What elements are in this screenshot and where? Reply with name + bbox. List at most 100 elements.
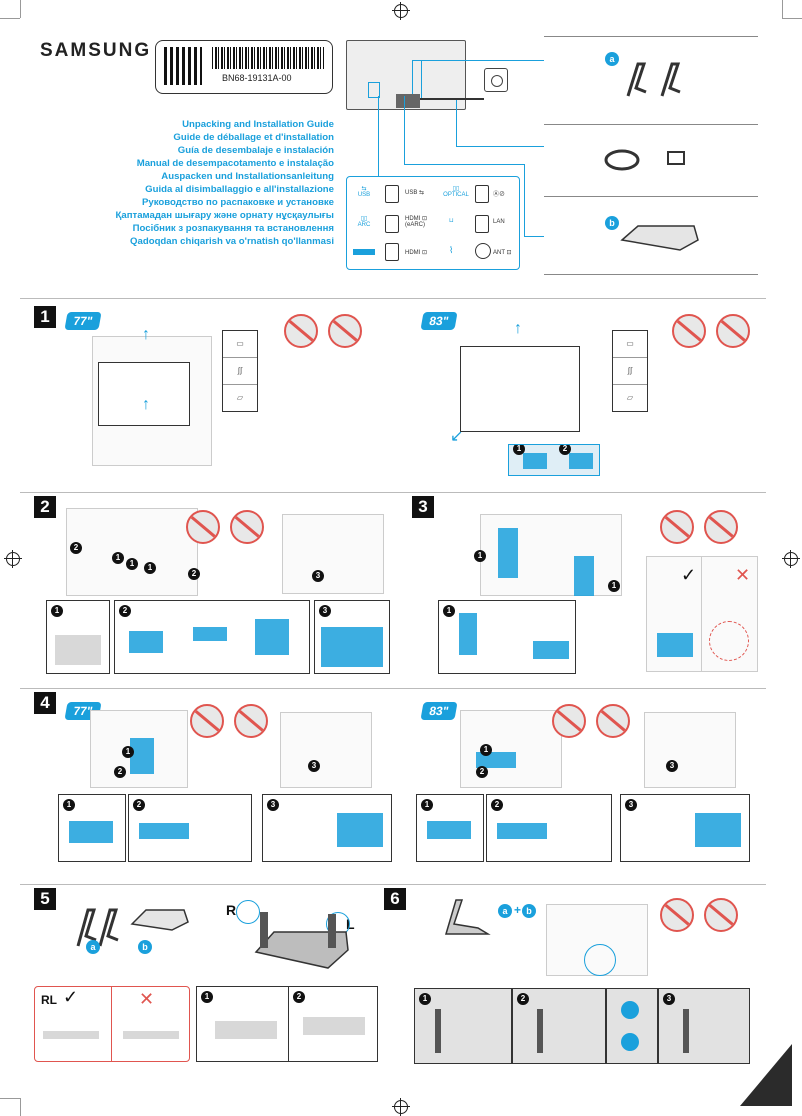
correct-mark: ✓ [681, 565, 697, 585]
detail-panel-3: 3 [620, 794, 750, 862]
sub-step-number: 1 [513, 445, 525, 455]
sub-step-number: 1 [443, 605, 455, 617]
step-6-number: 6 [384, 888, 406, 910]
barcode-icon [212, 47, 324, 69]
tv-stand-illustration [396, 94, 420, 108]
detail-panel-3: 3 [314, 600, 390, 674]
port-box [475, 185, 489, 203]
correct-mark: ✓ [63, 987, 79, 1007]
insert-illustration [130, 738, 154, 774]
port-name: USB ⇆ [405, 190, 425, 196]
size-83-tag: 83" [420, 702, 458, 720]
stand-leg-illustration [683, 1009, 689, 1053]
port-name: ANT ⊡ [493, 250, 512, 256]
lift-arrow-icon: ↑ [514, 320, 522, 337]
no-lying-flat-icon [672, 314, 706, 348]
lead-line [378, 96, 379, 176]
size-77-tag: 77" [64, 312, 102, 330]
divider [544, 274, 758, 275]
port-name: HDMI ⊡ (eARC) [405, 216, 428, 228]
section-divider [20, 298, 766, 299]
guide-title: Қаптамадан шығару және орнату нұсқаулығы [115, 210, 334, 221]
crop-mark [20, 0, 21, 18]
no-lying-flat-icon [660, 510, 694, 544]
screw-icon [621, 1033, 639, 1051]
port-name: HDMI ⊡ [405, 250, 428, 256]
detail-panel-3: 3 [658, 988, 750, 1064]
padding-illustration [533, 641, 569, 659]
no-pressing-screen-icon [716, 314, 750, 348]
padding-illustration [459, 613, 477, 655]
assembled-stand-illustration [254, 912, 349, 969]
stand-base-illustration [620, 225, 699, 251]
lan-icon: ⊔ [449, 218, 454, 224]
box-lift-illustration [282, 514, 384, 594]
screw-icon [621, 1001, 639, 1019]
lead-line [404, 96, 405, 164]
detail-panel-2: 2 [128, 794, 252, 862]
port-box [475, 215, 489, 233]
guide-title-list: Unpacking and Installation Guide Guide d… [80, 118, 334, 248]
sub-step-number: 1 [122, 746, 134, 758]
guide-title: Руководство по распаковке и установке [141, 197, 334, 208]
divider [701, 557, 702, 671]
no-lying-flat-icon [186, 510, 220, 544]
registration-mark-icon [392, 1098, 410, 1116]
guide-title: Qadoqdan chiqarish va o'rnatish qo'llanm… [130, 236, 334, 247]
stand-base-icon: ▱ [236, 393, 244, 402]
section-divider [20, 884, 766, 885]
tv-box-illustration [98, 362, 190, 426]
hdmi-arc-icon: ▯▯ARC [357, 216, 371, 228]
detail-panel-1: 1 [414, 988, 512, 1064]
stand-legs-illustration [626, 62, 681, 97]
screw-detail-panel [606, 988, 658, 1064]
sub-step-number: 1 [608, 580, 620, 592]
sub-step-number: 1 [126, 558, 138, 570]
sub-step-number: 3 [666, 760, 678, 772]
power-cable [420, 98, 484, 100]
stand-parts-illustration [76, 908, 189, 947]
insert-illustration [497, 823, 547, 839]
part-b-badge: b [138, 940, 152, 954]
guide-title: Посібник з розпакування та встановлення [132, 223, 334, 234]
port-panel: ⇆USB USB ⇆ ▯▯OPTICAL Ⓐ⊘ ▯▯ARC HDMI ⊡ (eA… [346, 176, 520, 270]
sub-step-number: 1 [112, 552, 124, 564]
lead-line [524, 236, 544, 237]
sub-step-number: 2 [476, 766, 488, 778]
guide-title: Guide de déballage et d'installation [173, 132, 334, 143]
qr-code-icon [164, 47, 202, 85]
usb-port-icon: ⇆USB [357, 186, 371, 198]
parts-box-list: ▭∫∫▱ [222, 330, 258, 412]
part-number: BN68-19131A-00 [222, 73, 292, 83]
sub-step-number: 1 [474, 550, 486, 562]
tv-lift-illustration [280, 712, 372, 788]
divider [111, 987, 112, 1061]
detail-panel-2: 2 [288, 986, 378, 1062]
guide-title: Guida al disimballaggio e all'installazi… [145, 184, 334, 195]
detail-panel-3: 3 [262, 794, 392, 862]
section-divider [20, 688, 766, 689]
detail-panel-1: 1 [58, 794, 126, 862]
sub-step-number: 2 [517, 993, 529, 1005]
part-b-badge: b [605, 216, 619, 230]
no-pressing-screen-icon [704, 898, 738, 932]
crop-mark [20, 1098, 21, 1116]
step-2-number: 2 [34, 496, 56, 518]
padding-illustration [498, 528, 518, 578]
no-pressing-screen-icon [328, 314, 362, 348]
no-cutting-icon [234, 704, 268, 738]
no-cutting-icon [704, 510, 738, 544]
registration-mark-icon [392, 2, 410, 20]
insert-illustration [139, 823, 189, 839]
sub-step-number: 2 [70, 542, 82, 554]
stand-leg-illustration [537, 1009, 543, 1053]
tray-illustration [695, 813, 741, 847]
sub-step-number: 2 [188, 568, 200, 580]
sub-step-number: 3 [663, 993, 675, 1005]
port-highlight [368, 82, 380, 98]
power-socket-icon [484, 68, 508, 92]
lead-line [456, 100, 457, 146]
insert-illustration [427, 821, 471, 839]
box-illustration [55, 635, 101, 665]
stand-base-icon: ▱ [626, 393, 634, 402]
